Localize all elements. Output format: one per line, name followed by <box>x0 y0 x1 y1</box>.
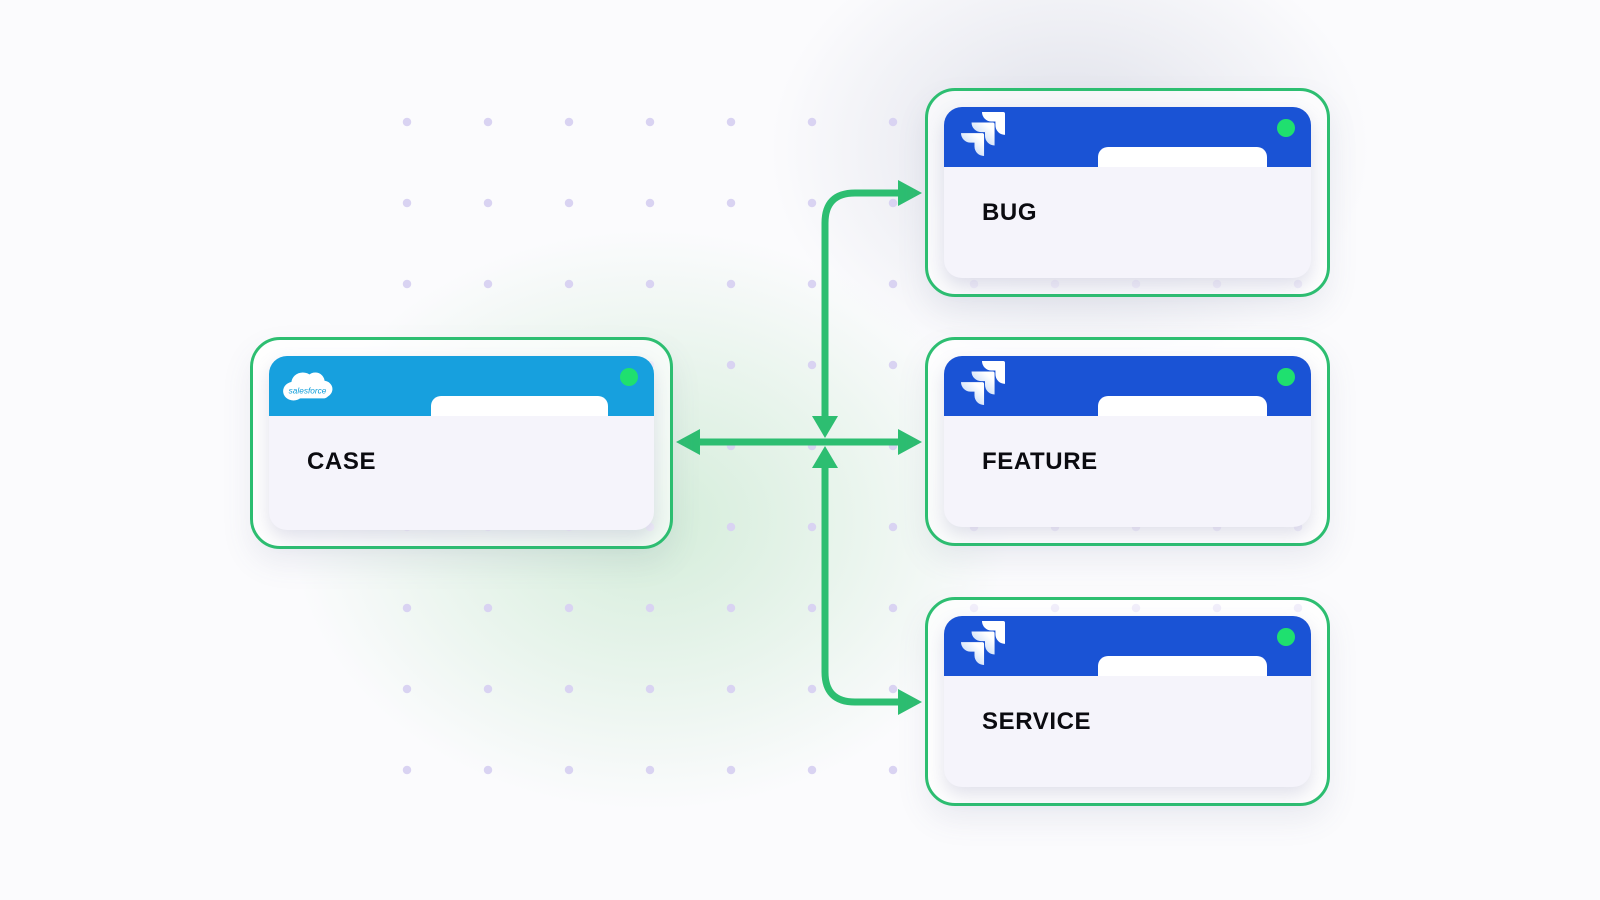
connector-to-service-line <box>821 461 903 706</box>
jira-icon <box>961 621 1005 665</box>
card-header: salesforce <box>269 356 654 416</box>
feature-card: FEATURE <box>944 356 1311 527</box>
card-header <box>944 107 1311 167</box>
card-body: CASE <box>269 416 654 530</box>
node-card-service: SERVICE <box>925 597 1330 806</box>
arrowhead-junction-up <box>812 446 838 468</box>
node-card-case: salesforce CASE <box>250 337 673 549</box>
card-body: FEATURE <box>944 416 1311 527</box>
card-body: BUG <box>944 167 1311 278</box>
card-header <box>944 616 1311 676</box>
browser-tab-notch <box>430 396 608 416</box>
node-card-bug: BUG <box>925 88 1330 297</box>
status-dot <box>1277 119 1295 137</box>
arrowhead-into-case <box>676 429 700 455</box>
arrowhead-junction-down <box>812 416 838 438</box>
service-card: SERVICE <box>944 616 1311 787</box>
status-dot <box>620 368 638 386</box>
salesforce-wordmark: salesforce <box>289 386 327 396</box>
status-dot <box>1277 368 1295 386</box>
jira-icon <box>961 361 1005 405</box>
arrowhead-into-feature <box>898 429 922 455</box>
jira-icon <box>961 112 1005 156</box>
case-card: salesforce CASE <box>269 356 654 530</box>
browser-tab-notch <box>1098 656 1267 676</box>
node-card-feature: FEATURE <box>925 337 1330 546</box>
node-label-bug: BUG <box>982 199 1038 226</box>
node-label-case: CASE <box>307 448 377 475</box>
browser-tab-notch <box>1098 396 1267 416</box>
salesforce-cloud-icon: salesforce <box>283 372 333 401</box>
arrowhead-into-bug <box>898 180 922 206</box>
arrowhead-into-service <box>898 689 922 715</box>
connector-to-bug-line <box>821 189 903 423</box>
card-body: SERVICE <box>944 676 1311 787</box>
node-label-feature: FEATURE <box>982 448 1098 475</box>
card-header <box>944 356 1311 416</box>
browser-tab-notch <box>1098 147 1267 167</box>
bug-card: BUG <box>944 107 1311 278</box>
node-label-service: SERVICE <box>982 708 1092 735</box>
status-dot <box>1277 628 1295 646</box>
